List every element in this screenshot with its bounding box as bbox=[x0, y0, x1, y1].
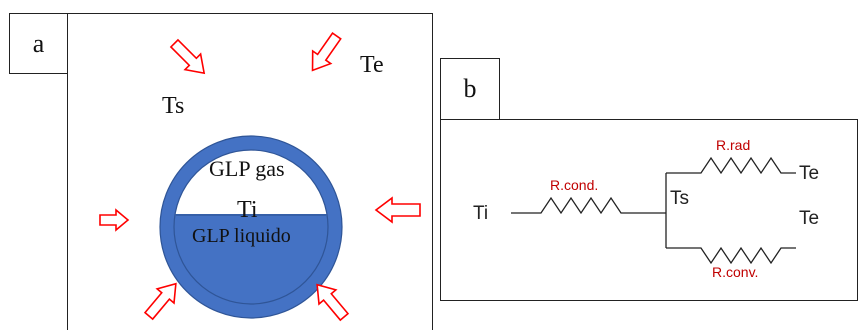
label-glp-liquido: GLP liquido bbox=[192, 225, 291, 247]
label-te: Te bbox=[360, 52, 384, 78]
panel-b: Ti R.cond. Ts R.rad Te Te R.conv. bbox=[440, 119, 858, 301]
label-te-bottom: Te bbox=[799, 208, 819, 229]
panel-a: Te Ts GLP gas Ti GLP liquido bbox=[67, 13, 433, 330]
heat-arrow-bottom-left bbox=[143, 282, 177, 321]
label-ti-circuit: Ti bbox=[473, 203, 488, 224]
panel-b-tag: b bbox=[440, 58, 500, 120]
tank-wall bbox=[160, 136, 342, 318]
tank-diagram bbox=[99, 31, 421, 322]
thermal-circuit: Ti R.cond. Ts R.rad Te Te R.conv. bbox=[473, 137, 819, 280]
label-r-cond: R.cond. bbox=[550, 177, 598, 193]
label-ts-circuit: Ts bbox=[670, 188, 689, 209]
panel-b-tag-text: b bbox=[463, 74, 477, 103]
label-te-top: Te bbox=[799, 163, 819, 184]
r-rad-resistor bbox=[666, 156, 796, 175]
r-cond-resistor bbox=[511, 196, 637, 215]
heat-arrow-left bbox=[99, 208, 130, 232]
panel-a-tag: a bbox=[9, 13, 68, 74]
tank-outline bbox=[173, 149, 329, 305]
label-ti: Ti bbox=[237, 197, 258, 223]
heat-arrow-top-right bbox=[311, 31, 342, 72]
heat-arrow-bottom-right bbox=[316, 283, 350, 322]
label-r-rad: R.rad bbox=[716, 137, 750, 153]
heat-arrow-top-left bbox=[169, 38, 206, 75]
heat-arrow-right bbox=[374, 196, 421, 224]
r-conv-resistor bbox=[666, 246, 796, 265]
label-ts: Ts bbox=[162, 93, 185, 119]
label-r-conv: R.conv. bbox=[712, 264, 758, 280]
label-glp-gas: GLP gas bbox=[209, 156, 285, 181]
panel-a-tag-text: a bbox=[32, 28, 45, 58]
